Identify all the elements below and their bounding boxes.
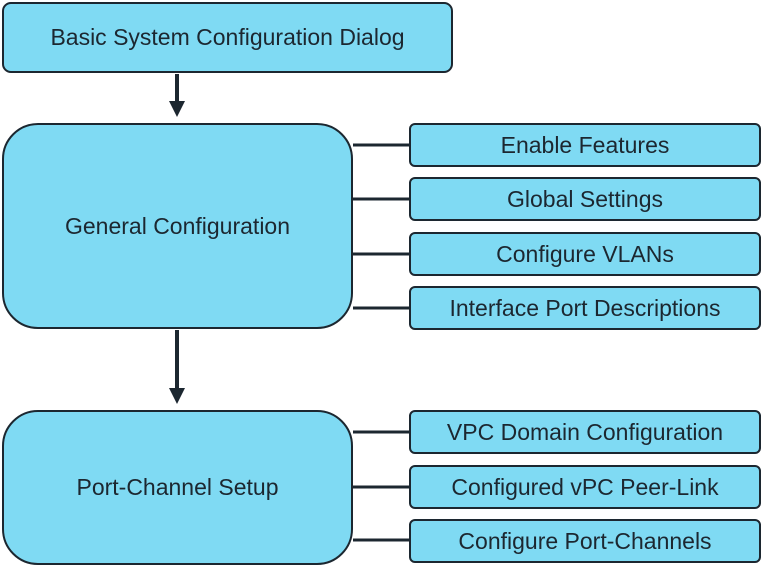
enable-features-label: Enable Features [500, 131, 670, 158]
interface-port-descriptions-box: Interface Port Descriptions [409, 286, 761, 330]
vpc-domain-configuration-box: VPC Domain Configuration [409, 410, 761, 454]
general-configuration-box: General Configuration [2, 123, 353, 329]
port-channel-setup-label: Port-Channel Setup [76, 474, 279, 500]
configure-vlans-label: Configure VLANs [496, 240, 674, 267]
configured-vpc-peer-link-label: Configured vPC Peer-Link [451, 473, 719, 500]
vpc-domain-configuration-label: VPC Domain Configuration [446, 418, 724, 445]
configured-vpc-peer-link-box: Configured vPC Peer-Link [409, 465, 761, 509]
basic-system-configuration-dialog-box: Basic System Configuration Dialog [2, 2, 453, 73]
global-settings-box: Global Settings [409, 177, 761, 221]
configure-vlans-box: Configure VLANs [409, 232, 761, 276]
global-settings-label: Global Settings [507, 185, 663, 212]
top-box-label: Basic System Configuration Dialog [50, 24, 405, 50]
general-configuration-label: General Configuration [64, 212, 291, 239]
enable-features-box: Enable Features [409, 123, 761, 167]
configure-port-channels-label: Configure Port-Channels [458, 527, 712, 554]
port-channel-setup-box: Port-Channel Setup [2, 410, 353, 565]
configure-port-channels-box: Configure Port-Channels [409, 519, 761, 563]
interface-port-descriptions-label: Interface Port Descriptions [449, 294, 721, 321]
